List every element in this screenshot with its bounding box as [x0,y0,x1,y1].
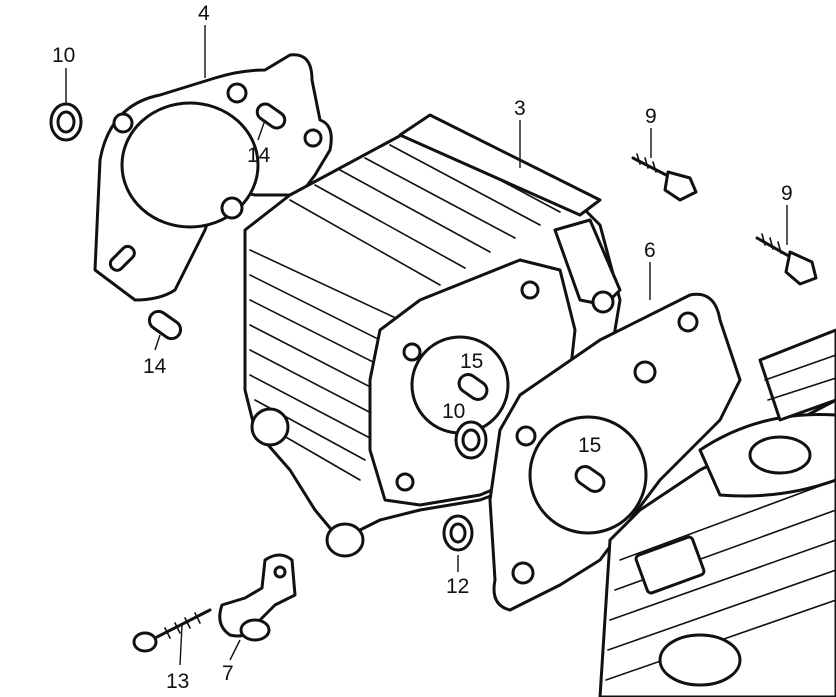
callout-14-lower: 14 [143,355,167,378]
callout-9-lower: 9 [781,182,793,205]
clamp-part-7 [218,553,297,642]
callout-6: 6 [644,239,656,262]
dowel-pin-part-14-lower [147,309,183,341]
callout-12: 12 [446,575,469,598]
callout-4: 4 [198,2,210,25]
screw-part-13 [132,608,212,653]
callout-14-upper: 14 [247,144,271,167]
callout-13: 13 [166,670,189,693]
dowel-pin-part-15-gasket [574,465,606,493]
dowel-pin-part-15-cylinder [457,373,489,401]
washer-part-10-cylinder [454,420,488,460]
dowel-pin-part-14-upper [255,102,287,130]
callout-10-top: 10 [52,44,75,67]
callout-9-upper: 9 [645,105,657,128]
leader-lines [65,25,788,666]
callout-15-cylinder: 15 [460,350,483,373]
washer-part-12 [442,514,474,552]
washer-part-10 [49,102,83,142]
callout-3: 3 [514,97,526,120]
bolt-part-9-lower [755,233,818,286]
callout-15-gasket: 15 [578,434,601,457]
callout-10-cylinder: 10 [442,400,465,423]
bolt-part-9-upper [631,153,698,202]
crankcase-body [598,328,836,697]
callout-7: 7 [222,662,234,685]
